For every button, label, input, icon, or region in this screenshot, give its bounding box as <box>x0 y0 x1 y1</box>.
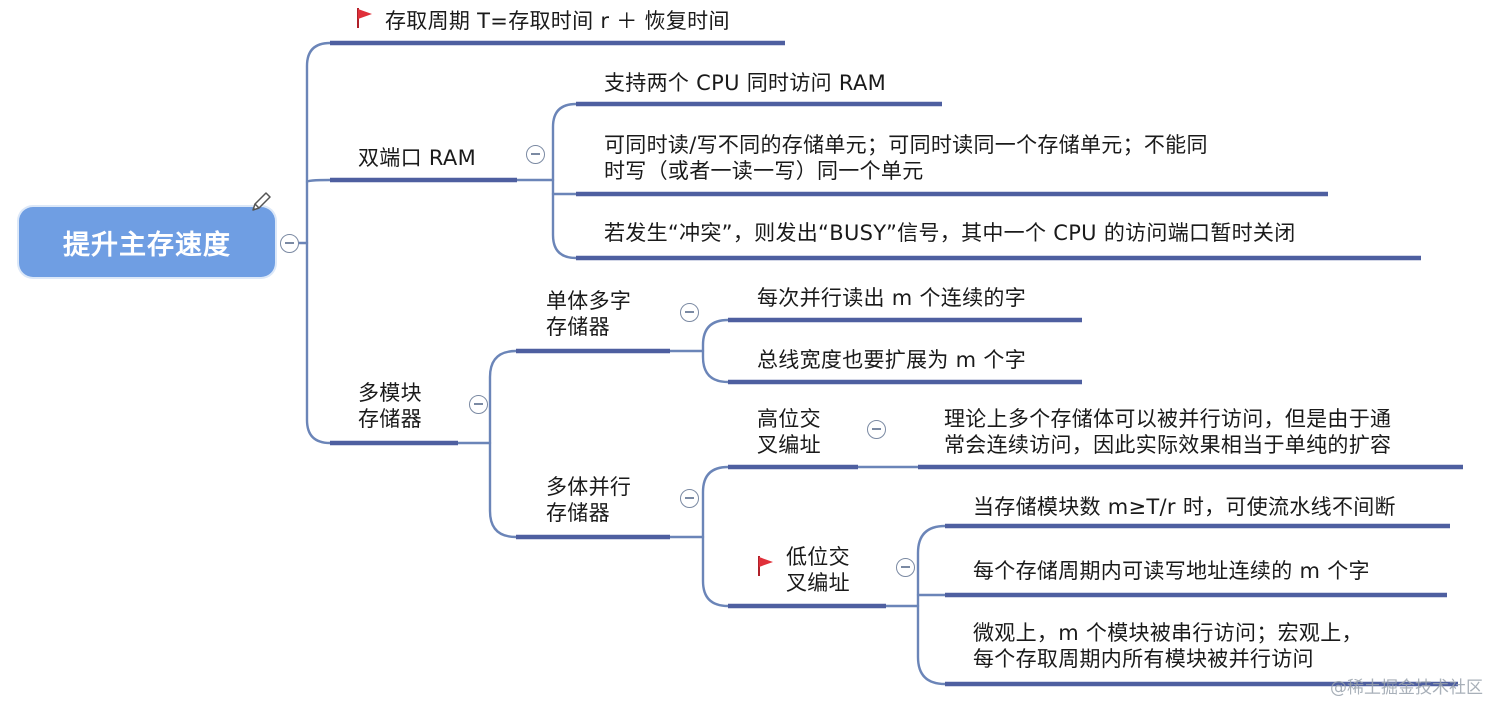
high-interleave-collapse-toggle-icon[interactable] <box>867 420 886 439</box>
dual-port-item-3-text: 若发生“冲突”，则发出“BUSY”信号，其中一个 CPU 的访问端口暂时关闭 <box>604 221 1296 245</box>
single-multiword-collapse-toggle-icon[interactable] <box>680 303 699 322</box>
single-item-2[interactable]: 总线宽度也要扩展为 m 个字 <box>757 347 1026 373</box>
high-interleave-node[interactable]: 高位交 叉编址 <box>757 406 821 458</box>
low-interleave-node[interactable]: 低位交 叉编址 <box>786 544 850 596</box>
flag-icon <box>357 8 372 28</box>
multi-module-collapse-toggle-icon[interactable] <box>469 395 488 414</box>
single-item-2-text: 总线宽度也要扩展为 m 个字 <box>757 348 1027 372</box>
parallel-multibank-collapse-toggle-icon[interactable] <box>680 489 699 508</box>
watermark: @稀土掘金技术社区 <box>1330 678 1483 698</box>
low-interleave-line-2: 叉编址 <box>786 571 850 595</box>
low-item-2-text: 每个存储周期内可读写地址连续的 m 个字 <box>973 559 1370 583</box>
low-item-3[interactable]: 微观上，m 个模块被串行访问；宏观上， 每个存取周期内所有模块被并行访问 <box>973 620 1363 672</box>
connector-dual-port-children <box>551 102 578 260</box>
dual-port-node[interactable]: 双端口 RAM <box>358 145 476 171</box>
connector-dual-port <box>305 178 332 184</box>
parallel-multibank-node[interactable]: 多体并行 存储器 <box>546 474 631 526</box>
low-interleave-line-1: 低位交 <box>786 545 850 569</box>
dual-port-item-1-text: 支持两个 CPU 同时访问 RAM <box>604 71 887 95</box>
low-item-1[interactable]: 当存储模块数 m≥T/r 时，可使流水线不间断 <box>973 494 1396 520</box>
dual-port-item-1[interactable]: 支持两个 CPU 同时访问 RAM <box>604 70 886 96</box>
connector-trunk <box>305 41 332 445</box>
single-item-1[interactable]: 每次并行读出 m 个连续的字 <box>757 285 1026 311</box>
low-item-2[interactable]: 每个存储周期内可读写地址连续的 m 个字 <box>973 558 1370 584</box>
connector-single-children <box>701 318 730 384</box>
pencil-icon[interactable] <box>249 190 273 214</box>
dual-port-item-2[interactable]: 可同时读/写不同的存储单元；可同时读同一个存储单元；不能同 时写（或者一读一写）… <box>604 132 1208 184</box>
single-multiword-line-2: 存储器 <box>546 315 610 339</box>
low-item-1-text: 当存储模块数 m≥T/r 时，可使流水线不间断 <box>973 495 1396 519</box>
dual-port-label: 双端口 RAM <box>358 146 476 170</box>
single-multiword-line-1: 单体多字 <box>546 289 632 313</box>
connector-low-children <box>916 524 947 686</box>
root-label: 提升主存速度 <box>63 229 231 261</box>
low-item-3-line-2: 每个存取周期内所有模块被并行访问 <box>973 647 1314 671</box>
low-interleave-collapse-toggle-icon[interactable] <box>896 558 915 577</box>
high-item-1-line-2: 常会连续访问，因此实际效果相当于单纯的扩容 <box>944 433 1392 457</box>
access-cycle-label: 存取周期 T=存取时间 r ＋ 恢复时间 <box>385 9 730 33</box>
high-interleave-line-2: 叉编址 <box>757 433 821 457</box>
single-item-1-text: 每次并行读出 m 个连续的字 <box>757 286 1027 310</box>
high-item-1[interactable]: 理论上多个存储体可以被并行访问，但是由于通 常会连续访问，因此实际效果相当于单纯… <box>944 406 1391 458</box>
high-item-1-line-1: 理论上多个存储体可以被并行访问，但是由于通 <box>944 407 1392 431</box>
parallel-multibank-line-1: 多体并行 <box>546 475 632 499</box>
single-multiword-node[interactable]: 单体多字 存储器 <box>546 288 631 340</box>
connector-parallel-children <box>701 465 730 608</box>
access-cycle-node[interactable]: 存取周期 T=存取时间 r ＋ 恢复时间 <box>385 8 730 34</box>
dual-port-item-2-line-1: 可同时读/写不同的存储单元；可同时读同一个存储单元；不能同 <box>604 133 1208 157</box>
dual-port-item-2-line-2: 时写（或者一读一写）同一个单元 <box>604 159 924 183</box>
connector-multi-module-children <box>488 349 518 539</box>
flag-icon <box>758 556 773 576</box>
multi-module-line-1: 多模块 <box>358 381 422 405</box>
dual-port-collapse-toggle-icon[interactable] <box>526 145 545 164</box>
root-collapse-toggle-icon[interactable] <box>280 234 299 253</box>
low-item-3-line-1: 微观上，m 个模块被串行访问；宏观上， <box>973 621 1363 645</box>
multi-module-line-2: 存储器 <box>358 407 422 431</box>
parallel-multibank-line-2: 存储器 <box>546 501 610 525</box>
dual-port-item-3[interactable]: 若发生“冲突”，则发出“BUSY”信号，其中一个 CPU 的访问端口暂时关闭 <box>604 220 1296 246</box>
multi-module-node[interactable]: 多模块 存储器 <box>358 380 422 432</box>
high-interleave-line-1: 高位交 <box>757 407 821 431</box>
root-node[interactable]: 提升主存速度 <box>19 207 275 277</box>
